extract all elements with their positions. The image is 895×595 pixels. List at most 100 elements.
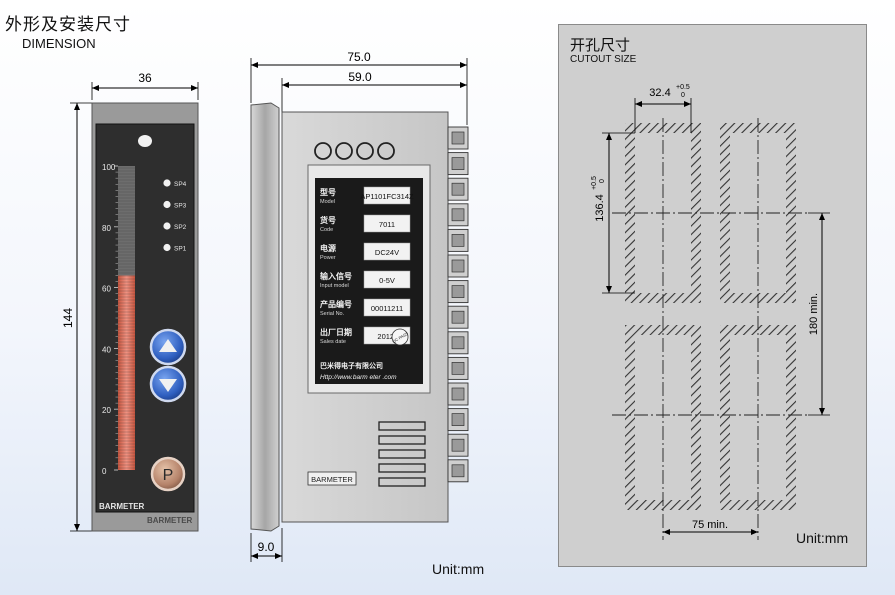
p-button-label: P bbox=[163, 467, 174, 484]
nameplate-row-cn: 产品编号 bbox=[320, 299, 352, 309]
cutout-unit-label: Unit:mm bbox=[796, 530, 849, 546]
scale-label: 60 bbox=[102, 285, 111, 294]
terminal-screw bbox=[451, 438, 465, 452]
cutout-center-lines bbox=[612, 118, 808, 540]
nameplate-value-box bbox=[363, 270, 411, 289]
page-title-en: DIMENSION bbox=[22, 36, 96, 51]
nameplate-value-box bbox=[363, 186, 411, 205]
setpoint-led bbox=[163, 222, 171, 230]
cutout-height-tol-upper: +0.5 bbox=[591, 176, 598, 190]
scale-label: 20 bbox=[102, 406, 111, 415]
terminal-screw bbox=[451, 131, 465, 145]
nameplate-row-cn: 货号 bbox=[319, 215, 336, 225]
indicator-led bbox=[138, 135, 152, 147]
side-view: 75.0 59.0 9.0 型号 Model AP1101FC314Z 货号 Code 7… bbox=[250, 50, 469, 562]
terminal-screw bbox=[451, 362, 465, 375]
nameplate-url: Http://www.barm eter .com bbox=[320, 374, 397, 381]
terminal-screw bbox=[451, 310, 465, 324]
vertical-pitch-label: 180 min. bbox=[808, 293, 820, 335]
scale-label: 0 bbox=[102, 467, 107, 476]
setpoint-label: SP1 bbox=[174, 246, 187, 253]
nameplate-row-value: 2012- bbox=[377, 332, 397, 341]
meter-face bbox=[95, 123, 195, 513]
nameplate-row-value: 00011211 bbox=[371, 304, 403, 313]
nameplate-row-en: Model bbox=[320, 199, 335, 205]
cutout-width-tol-upper: +0.5 bbox=[676, 84, 690, 91]
setpoint-led bbox=[163, 200, 171, 209]
nameplate: 型号 Model AP1101FC314Z 货号 Code 7011 电源 Power DC24… bbox=[307, 164, 431, 394]
terminal-screw bbox=[451, 234, 465, 247]
terminal-screw bbox=[451, 285, 465, 298]
nameplate-row-en: Sales date bbox=[320, 339, 346, 345]
terminal-screw bbox=[451, 259, 465, 273]
side-total-width-label: 75.0 bbox=[347, 50, 371, 64]
side-body-width-label: 59.0 bbox=[348, 70, 372, 84]
cutout-drawing: 32.4 +0.5 0 136.4 +0.5 0 180 min. 75 min… bbox=[591, 84, 830, 540]
nameplate-value-box bbox=[363, 242, 411, 261]
nameplate-row-en: Serial No. bbox=[320, 311, 345, 317]
up-arrow-icon bbox=[159, 339, 177, 352]
nameplate-row-value: 0-5V bbox=[379, 276, 395, 285]
horizontal-pitch-label: 75 min. bbox=[692, 519, 728, 531]
page-title-cn: 外形及安装尺寸 bbox=[5, 15, 131, 34]
terminal-screw bbox=[451, 464, 465, 478]
setpoint-led bbox=[163, 179, 171, 187]
down-arrow-icon bbox=[159, 379, 177, 392]
terminal-screw bbox=[451, 157, 465, 170]
side-brand-badge bbox=[307, 471, 357, 486]
nameplate-row-en: Code bbox=[320, 227, 333, 233]
nameplate-row-cn: 电源 bbox=[320, 243, 336, 253]
nameplate-row-en: Power bbox=[320, 255, 336, 261]
bezel-width-label: 9.0 bbox=[258, 540, 275, 554]
nameplate-row-cn: 型号 bbox=[320, 187, 336, 197]
scale-labels: 100 80 60 40 20 0 bbox=[102, 163, 116, 476]
dimension-unit-label: Unit:mm bbox=[432, 561, 485, 577]
cutout-width-label: 32.4 bbox=[649, 87, 670, 99]
terminal-block bbox=[447, 126, 469, 483]
brand-right: BARMETER bbox=[147, 516, 193, 525]
nameplate-row-cn: 出厂日期 bbox=[320, 327, 352, 337]
nameplate-row-en: Input model bbox=[320, 283, 349, 289]
terminal-screw bbox=[451, 413, 465, 426]
bar-segment-lines bbox=[118, 167, 135, 469]
brand-left: BARMETER bbox=[99, 502, 145, 511]
front-width-label: 36 bbox=[138, 71, 152, 85]
down-button[interactable] bbox=[149, 365, 187, 403]
nameplate-company: 巴米得电子有限公司 bbox=[320, 361, 383, 370]
setpoint-led bbox=[163, 243, 171, 252]
scale-ticks bbox=[114, 165, 118, 471]
vent-slots bbox=[378, 421, 426, 487]
nameplate-value-box bbox=[363, 298, 411, 317]
setpoint-label: SP2 bbox=[174, 224, 187, 231]
nameplate-value-box bbox=[363, 214, 411, 233]
top-indicator-circles bbox=[314, 142, 395, 160]
cutout-title-en: CUTOUT SIZE bbox=[570, 54, 637, 65]
terminal-screw bbox=[451, 336, 465, 350]
qc-seal bbox=[391, 328, 409, 346]
cutout-height-label: 136.4 bbox=[594, 194, 606, 222]
terminal-screw bbox=[451, 387, 465, 401]
setpoint-label: SP4 bbox=[174, 181, 187, 188]
scale-label: 100 bbox=[102, 163, 116, 172]
scale-label: 40 bbox=[102, 345, 111, 354]
nameplate-row-value: DC24V bbox=[375, 248, 399, 257]
up-button[interactable] bbox=[149, 328, 187, 366]
cutout-width-tol-lower: 0 bbox=[681, 92, 685, 99]
side-bezel bbox=[250, 102, 280, 532]
terminal-screw bbox=[451, 208, 465, 222]
cutout-title-cn: 开孔尺寸 bbox=[570, 37, 631, 54]
setpoint-label: SP3 bbox=[174, 203, 187, 210]
side-brand-label: BARMETER bbox=[311, 475, 353, 484]
terminal-screw bbox=[451, 182, 465, 196]
front-height-label: 144 bbox=[61, 308, 75, 328]
cutout-panel bbox=[558, 24, 867, 567]
cutout-height-tol-lower: 0 bbox=[599, 179, 606, 183]
nameplate-row-cn: 输入信号 bbox=[320, 271, 352, 281]
nameplate-row-value: AP1101FC314Z bbox=[360, 192, 414, 201]
p-button[interactable]: P bbox=[150, 456, 186, 492]
nameplate-row-value: 7011 bbox=[379, 220, 395, 229]
scale-label: 80 bbox=[102, 224, 111, 233]
